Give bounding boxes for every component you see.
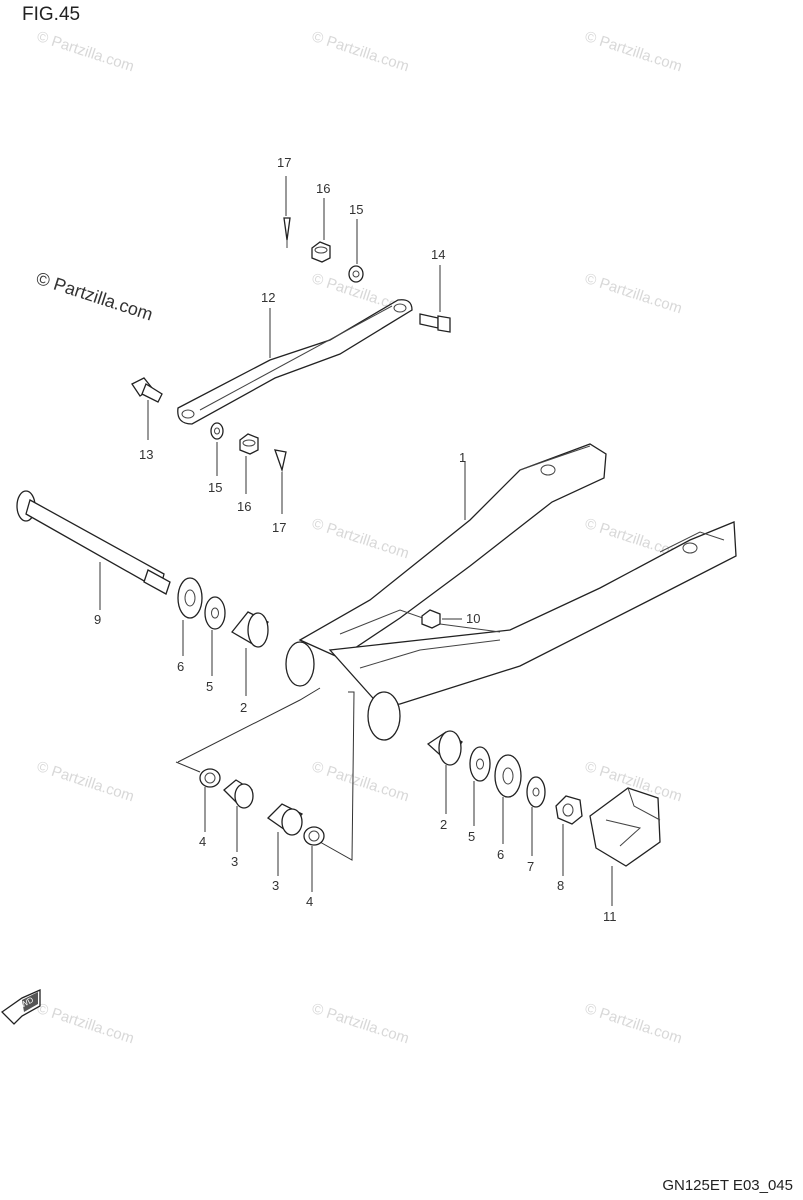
fwd-arrow-icon [0,988,41,1025]
diagram-code: GN125ET E03_045 [662,1177,793,1194]
callout-label: 14 [431,247,445,262]
part-5-washer[interactable] [469,746,491,782]
callout-label: 16 [237,499,251,514]
part-2-bushing[interactable] [231,611,269,648]
callout-label: 11 [603,909,617,924]
part-8-nut[interactable] [555,795,583,825]
callout-label: 12 [261,290,275,305]
part-13-bolt[interactable] [131,377,163,403]
callout-label: 1 [459,450,466,465]
callout-label: 6 [497,847,504,862]
callout-label: 3 [231,854,238,869]
callout-label: 16 [316,181,330,196]
part-15-washer[interactable] [348,265,364,283]
part-7-washer[interactable] [526,776,546,808]
figure-title: FIG.45 [22,4,81,25]
part-4-collar[interactable] [199,768,221,788]
part-17-cotter-pin[interactable] [283,217,291,248]
part-3-bushing[interactable] [223,779,254,809]
callout-label: 5 [468,829,475,844]
part-9-pivot-shaft[interactable] [16,490,171,595]
callout-label: 4 [199,834,206,849]
part-16-nut[interactable] [311,241,331,263]
callout-label: 15 [349,202,363,217]
callout-label: 2 [440,817,447,832]
callout-label: 17 [277,155,291,170]
callout-label: 2 [240,700,247,715]
part-12-torque-link[interactable] [177,299,413,425]
part-16-nut[interactable] [239,433,259,455]
callout-label: 5 [206,679,213,694]
callout-label: 7 [527,859,534,874]
part-14-bolt[interactable] [419,313,451,333]
callout-label: 6 [177,659,184,674]
part-11-chain-guide[interactable] [589,787,661,867]
callout-label: 17 [272,520,286,535]
part-17-cotter-pin[interactable] [274,449,287,473]
callout-label: 8 [557,878,564,893]
callout-label: 15 [208,480,222,495]
callout-label: 10 [466,611,480,626]
part-5-washer[interactable] [204,596,226,630]
callout-label: 3 [272,878,279,893]
part-6-seal[interactable] [177,577,203,619]
part-6-seal[interactable] [494,754,522,798]
part-4-collar[interactable] [303,826,325,846]
callout-label: 13 [139,447,153,462]
part-10-nut[interactable] [421,609,441,629]
callout-label: 9 [94,612,101,627]
part-2-bushing[interactable] [426,730,463,766]
part-1-swingarm[interactable] [285,443,737,741]
part-15-washer[interactable] [210,422,224,440]
callout-label: 4 [306,894,313,909]
part-3-bushing[interactable] [266,803,303,836]
